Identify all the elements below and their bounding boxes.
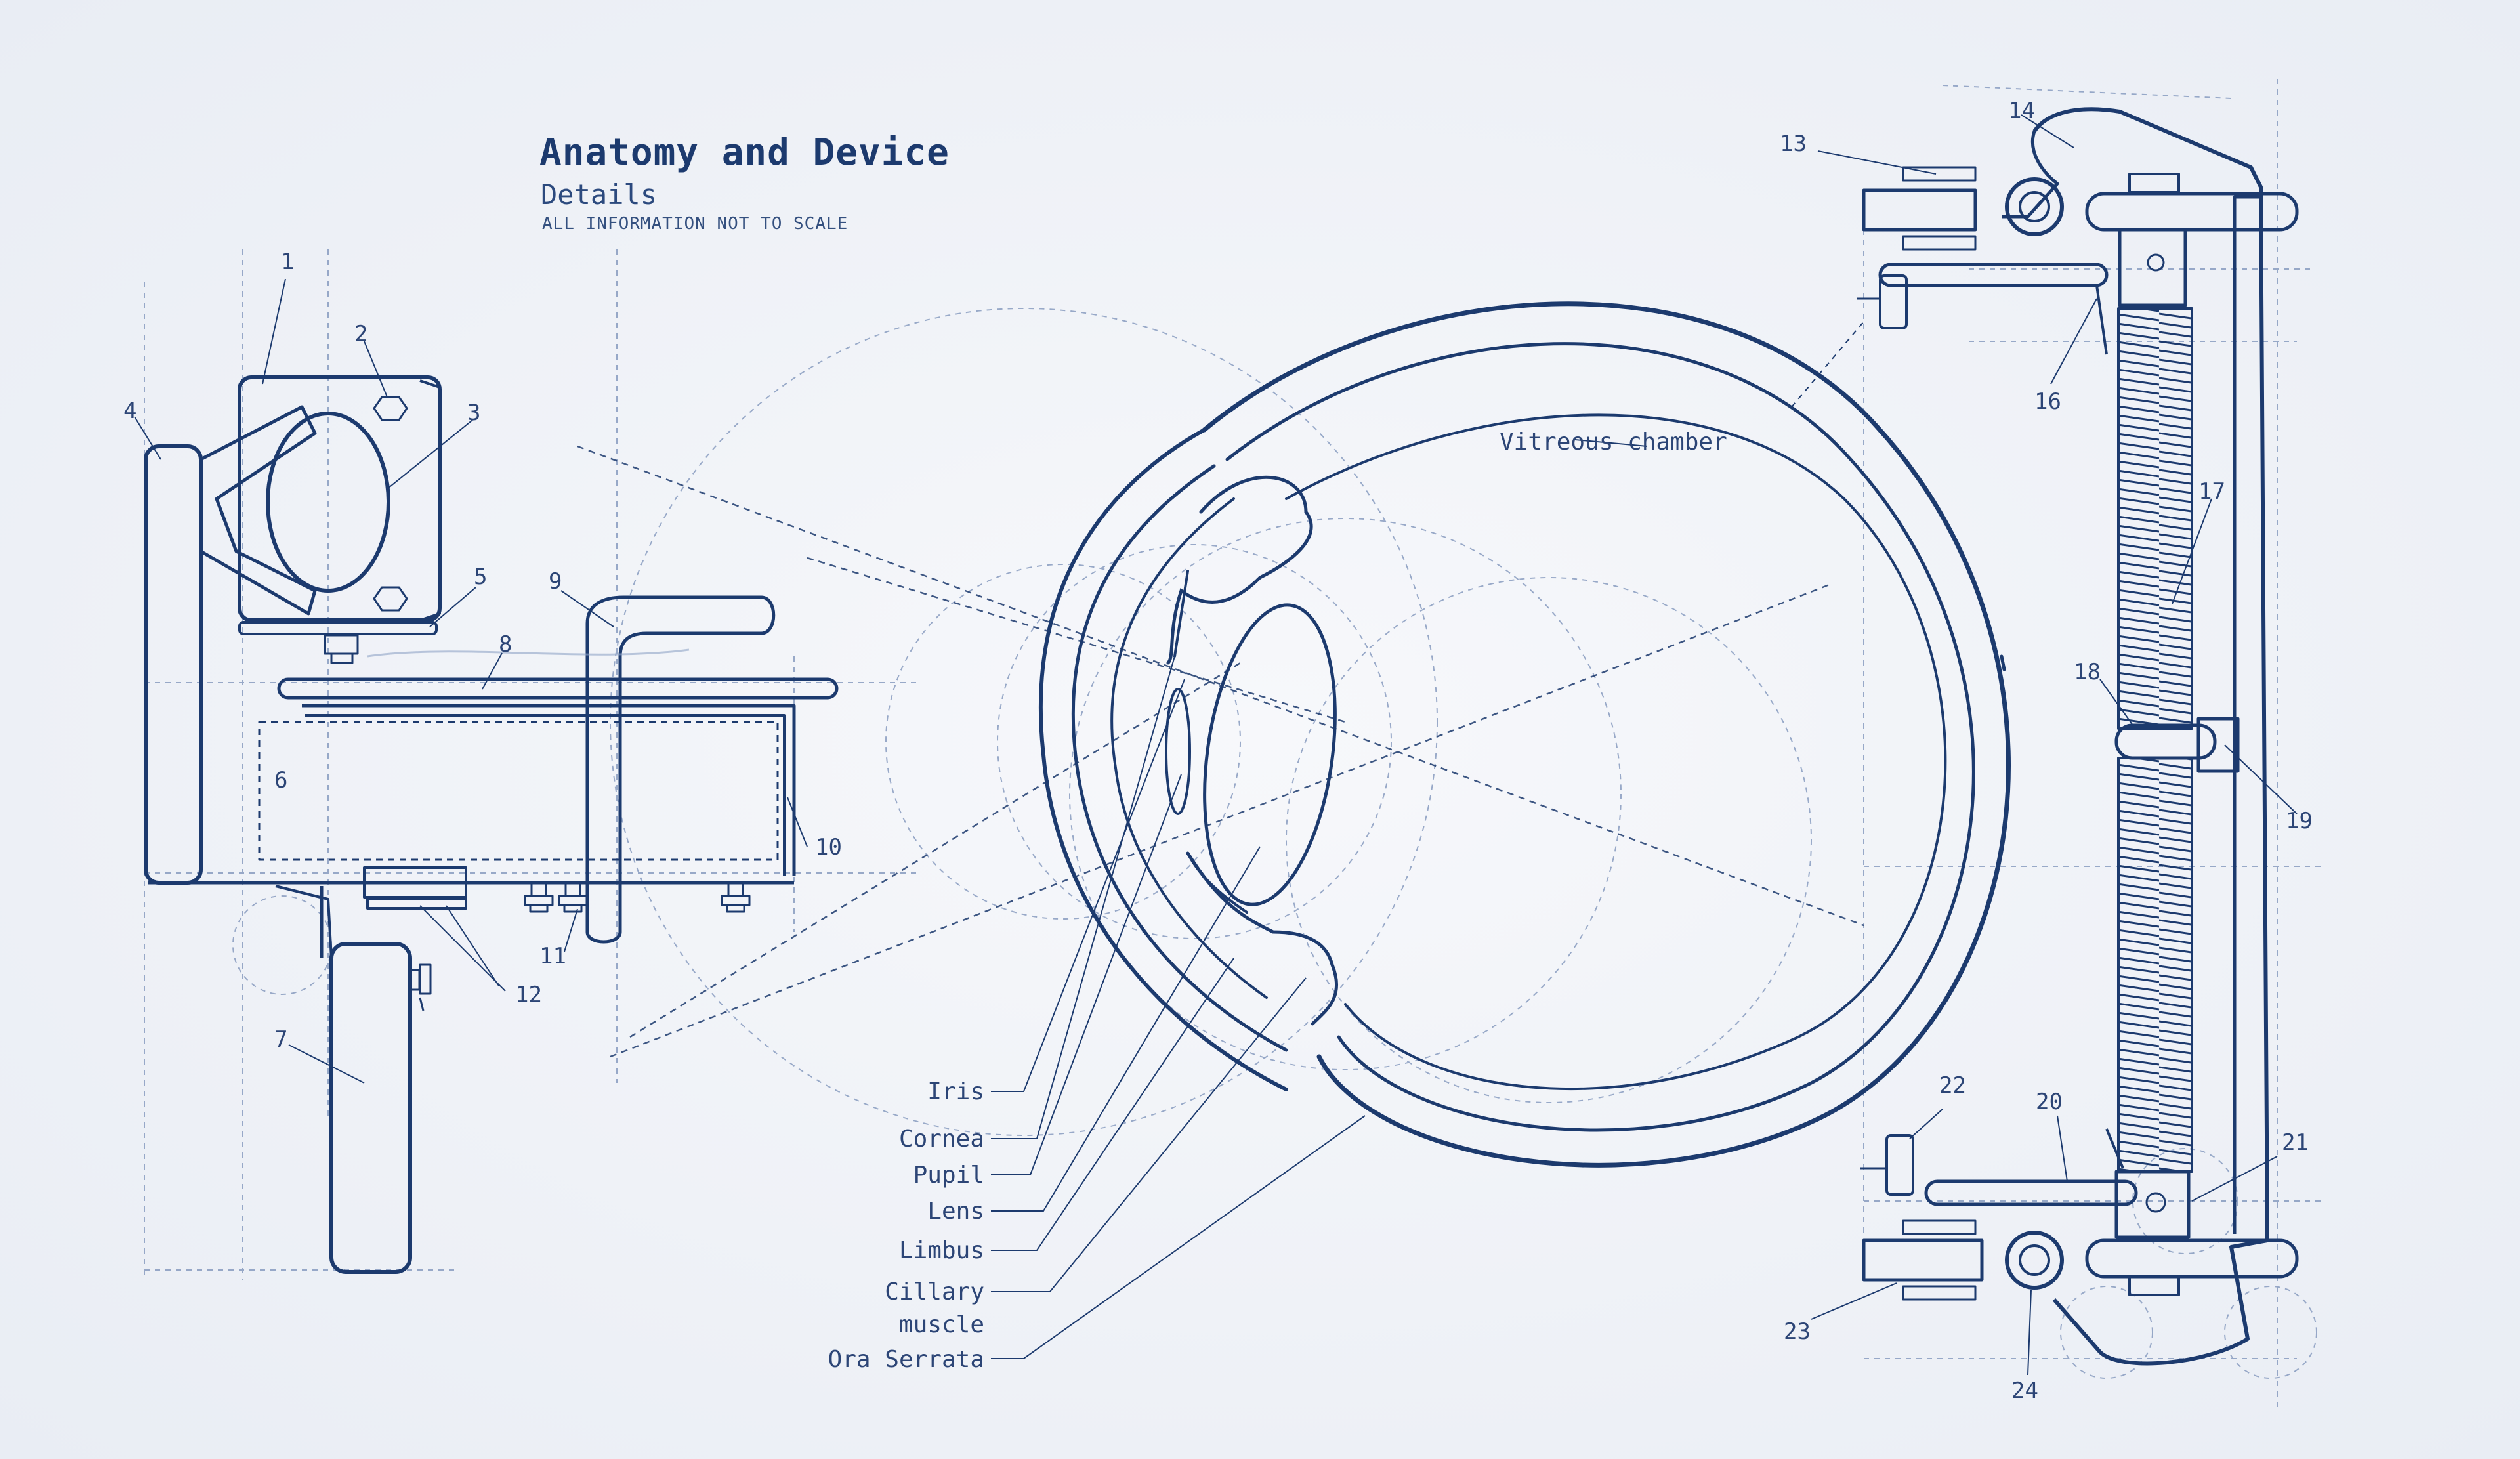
callout-9: 9 [549, 568, 562, 595]
callout-12: 12 [515, 982, 542, 1008]
scale-note: ALL INFORMATION NOT TO SCALE [542, 214, 849, 234]
anatomy-labels: Vitreous chamber Iris Cornea Pupil Lens … [828, 429, 1727, 1373]
construction-lines [144, 79, 2323, 1411]
callout-8: 8 [499, 631, 512, 658]
spring-coil [2117, 307, 2193, 730]
pivot-bottom [2005, 1231, 2064, 1290]
rod-20 [1924, 1179, 2138, 1206]
label-ciliary-line-1: Cillary [885, 1279, 984, 1305]
eye-anatomy [1039, 301, 2011, 1168]
callout-numbers: 1 2 3 4 5 6 7 8 9 10 11 12 13 14 16 17 1… [123, 98, 2313, 1404]
label-lens: Lens [927, 1198, 984, 1225]
top-bar-13 [1862, 188, 1977, 232]
pupil [1165, 688, 1191, 815]
cornea-outer [1039, 428, 1288, 1091]
label-cornea: Cornea [899, 1126, 984, 1152]
sclera-inner [1225, 342, 1975, 1132]
callout-24: 24 [2011, 1378, 2038, 1404]
slider-18 [2114, 723, 2217, 760]
handle [329, 942, 412, 1274]
callout-5: 5 [474, 564, 487, 590]
callout-3: 3 [467, 400, 480, 426]
callout-21: 21 [2282, 1130, 2309, 1156]
callout-6: 6 [274, 767, 287, 793]
anatomy-leaders [991, 439, 1648, 1359]
callout-1: 1 [281, 249, 294, 275]
battery-box [258, 721, 779, 861]
callout-14: 14 [2008, 98, 2035, 124]
callout-10: 10 [815, 834, 842, 860]
rod-16 [1878, 263, 2109, 287]
hex-bolt-bottom [373, 586, 408, 612]
callout-2: 2 [354, 321, 368, 347]
callout-13: 13 [1780, 131, 1807, 157]
page-subtitle: Details [541, 179, 658, 211]
label-vitreous-chamber: Vitreous chamber [1500, 429, 1727, 455]
callout-16: 16 [2034, 389, 2061, 415]
side-device [144, 375, 839, 1274]
callout-4: 4 [123, 398, 136, 424]
retina [1285, 413, 1947, 1091]
hex-bolt-top [373, 396, 408, 421]
ciliary-body-bottom [1186, 851, 1338, 1026]
label-ora-serrata: Ora Serrata [828, 1346, 984, 1373]
page-title: Anatomy and Device [539, 131, 950, 174]
callout-17: 17 [2198, 478, 2225, 505]
callout-18: 18 [2074, 659, 2101, 685]
device-leaders [134, 278, 808, 1084]
bottom-bar-23 [1862, 1238, 1984, 1282]
callout-7: 7 [274, 1026, 287, 1053]
callout-20: 20 [2036, 1089, 2063, 1115]
label-limbus: Limbus [899, 1237, 984, 1264]
housing-lens [266, 412, 390, 593]
pivot-top [2005, 177, 2064, 236]
sclera-outer [1202, 301, 2011, 1168]
bolts-11 [524, 881, 751, 913]
ciliary-body-top [1166, 475, 1313, 665]
frame-top-jaw [2032, 107, 2269, 1366]
housing-base [238, 621, 438, 635]
rail-top [277, 677, 839, 700]
speculum-device [1857, 107, 2299, 1366]
cornea-inner [1071, 464, 1288, 1052]
l-lever [585, 595, 776, 944]
callout-23: 23 [1784, 1319, 1811, 1345]
callout-19: 19 [2286, 808, 2313, 834]
speculum-leaders [1791, 114, 2298, 1376]
label-ciliary-line-2: muscle [899, 1311, 984, 1338]
label-pupil: Pupil [914, 1162, 984, 1189]
callout-11: 11 [539, 943, 566, 969]
label-iris: Iris [927, 1078, 984, 1105]
lens [1203, 603, 1337, 906]
callout-22: 22 [1939, 1072, 1966, 1099]
